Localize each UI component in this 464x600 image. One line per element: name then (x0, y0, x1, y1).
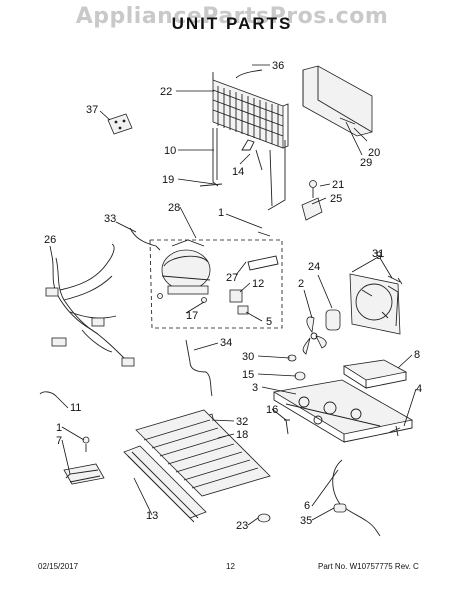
relay-part-12 (229, 289, 243, 303)
grommet-part-23 (257, 513, 271, 523)
callout-label: 7 (56, 435, 62, 447)
callout-label: 26 (44, 234, 56, 246)
tube-part-27 (247, 255, 279, 271)
callout-label: 18 (236, 429, 248, 441)
callout-label: 10 (164, 145, 176, 157)
cover-part-5 (237, 305, 249, 315)
callout-label: 34 (220, 337, 232, 349)
callout-label: 23 (236, 520, 248, 532)
callout-label: 8 (414, 349, 420, 361)
callout-label: 28 (168, 202, 180, 214)
screw-part-1-upper (257, 231, 271, 237)
callout-label: 15 (242, 369, 254, 381)
callout-label: 22 (160, 86, 172, 98)
callout-label: 24 (308, 261, 320, 273)
callout-label: 31 (372, 248, 384, 260)
tube-part-6 (332, 459, 381, 537)
callout-label: 3 (252, 382, 258, 394)
bolt-part-17 (157, 293, 207, 303)
callout-label: 9 (376, 250, 382, 262)
callout-labels: 36 22 37 20 29 10 14 21 25 19 33 28 1 26… (44, 60, 422, 532)
callout-label: 2 (298, 278, 304, 290)
screw-part-16 (284, 419, 290, 435)
callout-label: 36 (272, 60, 284, 72)
fan-motor-part-24 (325, 309, 341, 331)
support-rods (199, 128, 286, 211)
cable-part-33 (129, 227, 161, 251)
bracket-part-19 (301, 197, 323, 221)
fan-blade-part-2 (302, 316, 327, 355)
clip-part-14 (241, 139, 263, 171)
callout-label: 1 (218, 207, 224, 219)
compressor-part (161, 239, 211, 295)
callout-label: 1 (56, 422, 62, 434)
screw-part-21 (309, 180, 317, 198)
callout-label: 5 (266, 316, 272, 328)
bracket-part-8 (342, 359, 408, 389)
screw-part-9 (387, 275, 403, 285)
watermark: AppliancePartsPros.com (75, 4, 389, 29)
callout-label: 35 (300, 515, 312, 527)
callout-label: 37 (86, 104, 98, 116)
screw-part-1-lower (82, 436, 90, 452)
drain-tube-part-34 (185, 339, 213, 397)
callout-label: 25 (330, 193, 342, 205)
diagram-title: UNIT PARTS (171, 14, 293, 33)
plate-part-37 (107, 113, 133, 135)
leader-lines (49, 64, 417, 526)
coil-part-18 (135, 409, 271, 497)
callout-label: 16 (266, 404, 278, 416)
clip-part-11 (39, 391, 57, 397)
callout-label: 13 (146, 510, 158, 522)
callout-label: 11 (70, 402, 81, 414)
coil-part-13 (123, 445, 207, 523)
callout-label: 20 (368, 147, 380, 159)
callout-label: 29 (360, 157, 372, 169)
footer-date: 02/15/2017 (38, 562, 79, 571)
screw-part-4 (389, 425, 401, 437)
callout-label: 27 (226, 272, 238, 284)
footer-part-info: Part No. W10757775 Rev. C (318, 562, 419, 571)
wire-harness-part-26 (45, 243, 135, 367)
base-pan-part-3 (272, 379, 414, 443)
sleeve-part-35 (333, 503, 347, 513)
bracket-part-20 (302, 65, 373, 137)
grommet-part-15 (294, 371, 306, 381)
condenser-part (212, 72, 289, 149)
heater-part-7 (63, 463, 105, 485)
callout-label: 33 (104, 213, 116, 225)
callout-label: 21 (332, 179, 344, 191)
callout-label: 6 (304, 500, 310, 512)
callout-label: 12 (252, 278, 264, 290)
compressor-assembly-boundary (149, 239, 283, 329)
callout-label: 4 (416, 383, 422, 395)
callout-label: 17 (186, 310, 198, 322)
callout-label: 32 (236, 416, 248, 428)
fan-shroud-part-31 (349, 273, 401, 335)
callout-label: 30 (242, 351, 254, 363)
wire-part-36 (235, 69, 263, 79)
callout-label: 19 (162, 174, 174, 186)
footer-page-number: 12 (226, 562, 235, 571)
callout-label: 14 (232, 166, 244, 178)
